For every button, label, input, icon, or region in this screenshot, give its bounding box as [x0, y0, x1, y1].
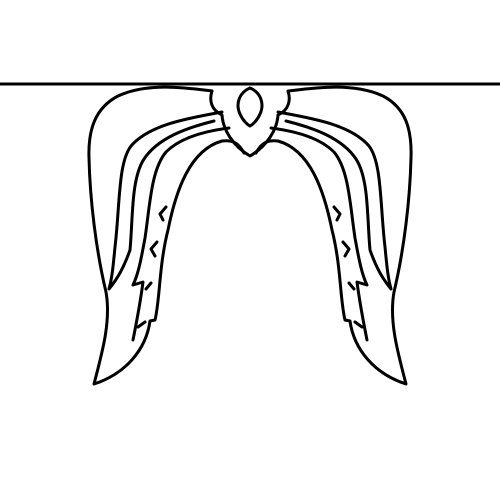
- center-ornament: [209, 86, 291, 158]
- left-wing: [87, 85, 246, 386]
- right-wing: [254, 85, 413, 386]
